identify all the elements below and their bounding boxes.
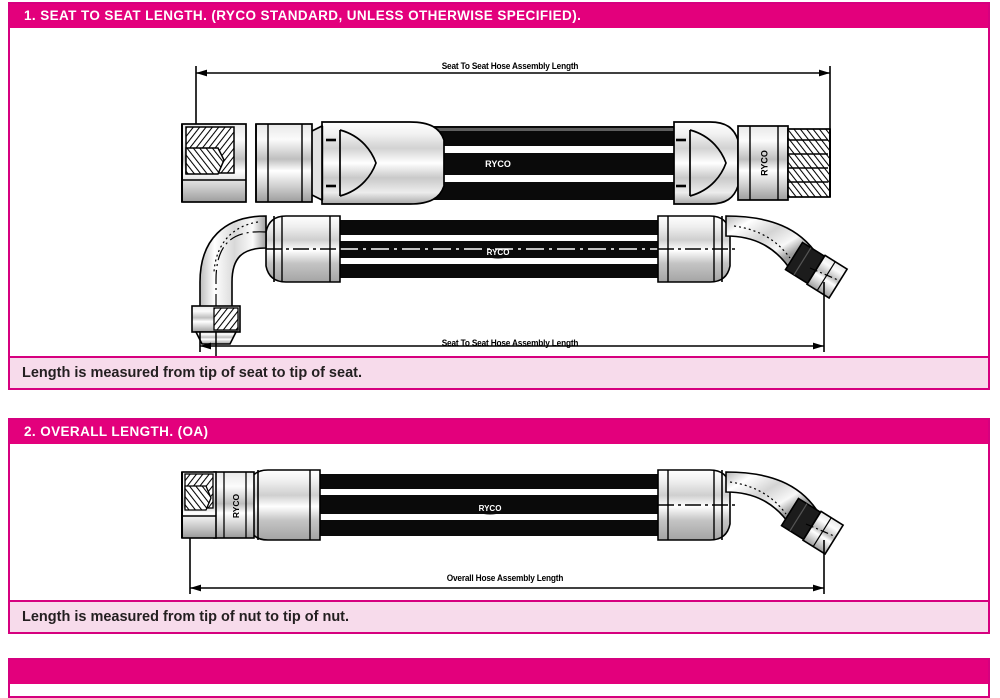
diagram-straight-hose-assembly: RYCO RYCO bbox=[181, 66, 831, 205]
section-1-caption: Length is measured from tip of seat to t… bbox=[10, 356, 988, 388]
section-seat-to-seat-length: 1. SEAT TO SEAT LENGTH. (RYCO STANDARD, … bbox=[8, 2, 990, 390]
section-overall-length: 2. OVERALL LENGTH. (OA) bbox=[8, 418, 990, 634]
dimension-label-straight-assembly: Seat To Seat Hose Assembly Length bbox=[441, 61, 579, 71]
section-2-header: 2. OVERALL LENGTH. (OA) bbox=[10, 420, 988, 444]
hose-laylinebrand-c: RYCO bbox=[479, 504, 502, 513]
diagram-elbow-hose-assembly: RYCO bbox=[191, 215, 849, 356]
fitting-brand-c: RYCO bbox=[231, 493, 241, 518]
section-2-body: RYCO RYCO bbox=[10, 444, 988, 600]
hose-laylinebrand-a: RYCO bbox=[485, 159, 511, 169]
section-partial-next bbox=[8, 658, 990, 698]
diagram-overall-hose-assembly: RYCO RYCO bbox=[181, 469, 845, 594]
section-3-header bbox=[10, 660, 988, 684]
fitting-brand-b: RYCO bbox=[760, 150, 770, 176]
dimension-label-elbow-assembly: Seat To Seat Hose Assembly Length bbox=[441, 338, 579, 348]
section-2-caption: Length is measured from tip of nut to ti… bbox=[10, 600, 988, 632]
dimension-label-overall-assembly: Overall Hose Assembly Length bbox=[446, 573, 564, 583]
section-1-body: RYCO RYCO bbox=[10, 28, 988, 356]
hose-laylinebrand-b: RYCO bbox=[487, 248, 510, 257]
section-1-header: 1. SEAT TO SEAT LENGTH. (RYCO STANDARD, … bbox=[10, 4, 988, 28]
